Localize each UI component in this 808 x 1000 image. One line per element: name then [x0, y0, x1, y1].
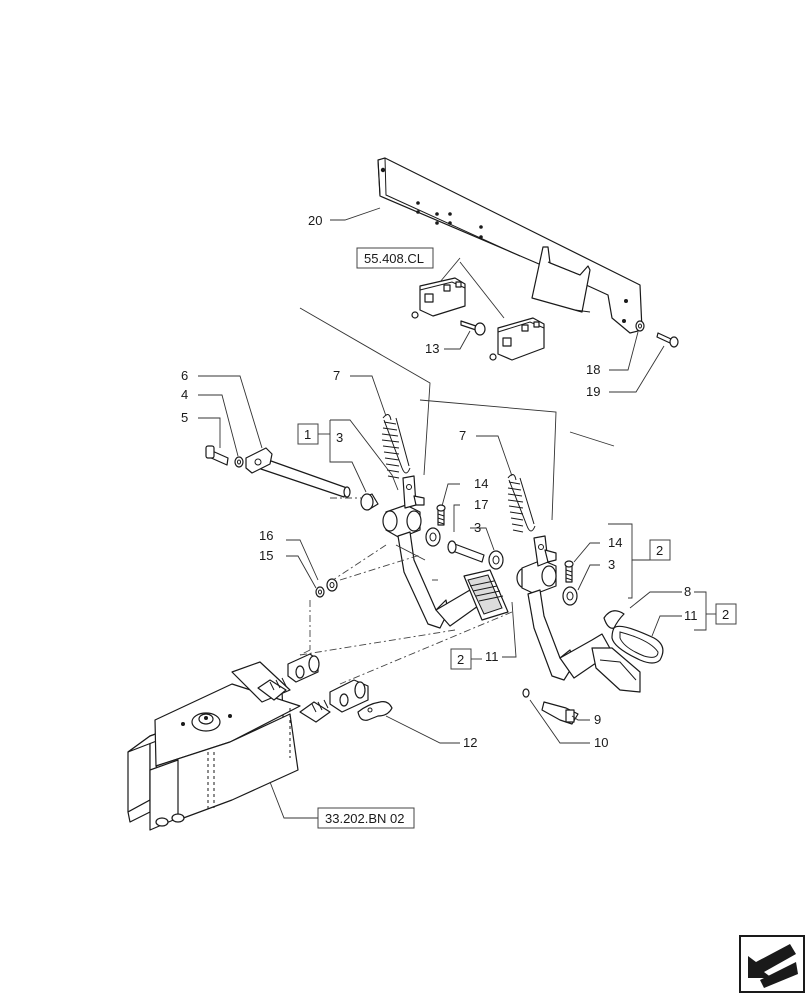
clip-8: [603, 610, 625, 629]
switch-actuator-9: [541, 701, 579, 725]
washer-16: [326, 578, 338, 592]
screw-19: [656, 332, 679, 348]
callout-19: 19: [586, 384, 600, 399]
callout-7-left: 7: [333, 368, 340, 383]
screw-14-left: [436, 504, 446, 526]
callout-15: 15: [259, 548, 273, 563]
bushing-3-left-a: [360, 493, 379, 511]
callout-3-left: 3: [336, 430, 343, 445]
callout-7-right: 7: [459, 428, 466, 443]
switch-left: [411, 277, 466, 319]
ref-box-33202[interactable]: 33.202.BN 02: [317, 807, 415, 829]
ref-box-55408[interactable]: 55.408.CL: [356, 247, 434, 269]
screw-14-right: [564, 560, 574, 583]
pedal-pad-11: [611, 625, 664, 664]
bushing-3-mid: [488, 550, 504, 570]
washer-10: [522, 688, 530, 698]
svg-text:2: 2: [457, 652, 464, 667]
switch-right: [489, 317, 545, 361]
callout-16: 16: [259, 528, 273, 543]
pedal-right: [516, 535, 641, 693]
callout-17: 17: [474, 497, 488, 512]
brake-valve: [127, 661, 301, 831]
callout-3-right: 3: [608, 557, 615, 572]
callout-labels: 20 13 18 19 6 4 5 7 3 7 14 17 3 14 3 8 1…: [181, 213, 698, 750]
callout-6: 6: [181, 368, 188, 383]
bolt-5: [205, 445, 229, 466]
callout-20: 20: [308, 213, 322, 228]
leader-lines: [198, 207, 716, 819]
washer-15: [315, 586, 325, 598]
box-1: 1: [297, 423, 319, 445]
bushing-3-right: [562, 586, 578, 606]
callout-11-right: 11: [684, 608, 698, 623]
svg-text:2: 2: [722, 607, 729, 622]
callout-8: 8: [684, 584, 691, 599]
washer-18: [635, 320, 645, 332]
alignment-lines: [299, 497, 513, 685]
callout-5: 5: [181, 410, 188, 425]
callout-3-mid: 3: [474, 520, 481, 535]
screw-13: [460, 320, 486, 336]
pedal-left: [382, 475, 509, 629]
callout-14-right: 14: [608, 535, 622, 550]
spring-left: [381, 414, 411, 479]
mounting-bracket-bar: [377, 157, 643, 334]
callout-4: 4: [181, 387, 188, 402]
ref-55408-label: 55.408.CL: [364, 251, 424, 266]
box-2-right-lower: 2: [715, 603, 737, 625]
spring-right: [507, 474, 536, 533]
ref-33202-label: 33.202.BN 02: [325, 811, 405, 826]
box-2-right-upper: 2: [649, 539, 671, 561]
box-2-left: 2: [450, 648, 472, 670]
svg-text:2: 2: [656, 543, 663, 558]
callout-13: 13: [425, 341, 439, 356]
switch-assembly: [411, 277, 545, 361]
callout-14-left: 14: [474, 476, 488, 491]
callout-12: 12: [463, 735, 477, 750]
valve-linkage-upper: [257, 653, 320, 701]
callout-11-left: 11: [485, 649, 499, 664]
callout-18: 18: [586, 362, 600, 377]
bushing-3-left-b: [425, 527, 441, 547]
callout-10: 10: [594, 735, 608, 750]
clip-12: [357, 701, 393, 721]
callout-9: 9: [594, 712, 601, 727]
pivot-shaft: [245, 447, 351, 498]
valve-linkage-lower: [299, 679, 369, 723]
pin-17: [447, 540, 485, 563]
washer-4: [234, 456, 244, 468]
next-page-arrow-icon[interactable]: [739, 935, 805, 993]
svg-text:1: 1: [304, 427, 311, 442]
